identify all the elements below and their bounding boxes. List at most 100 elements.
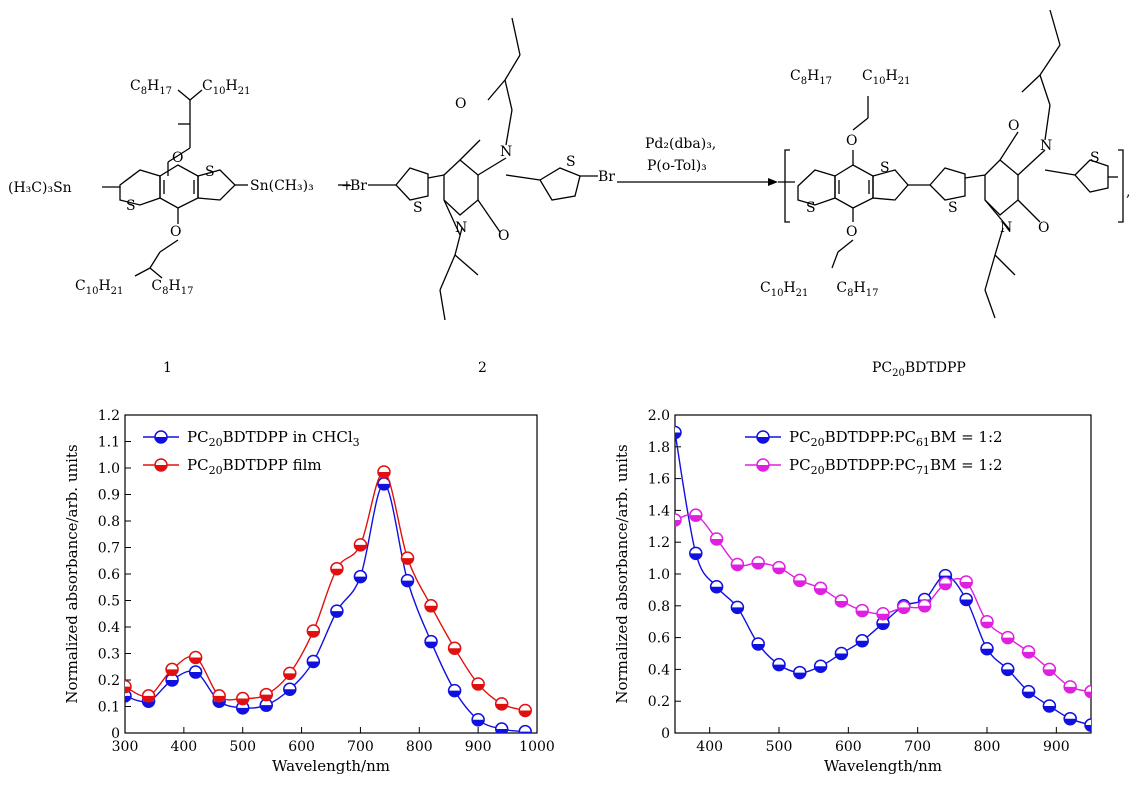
data-point [689,508,703,522]
data-point [793,665,807,680]
data-point [980,641,994,656]
data-point [1042,662,1057,677]
data-point [283,682,297,697]
plus-sign: + [341,178,353,194]
data-point [855,603,869,618]
x-tick-label: 300 [112,739,139,755]
reactant-2-number: 2 [478,360,487,376]
x-tick-label: 400 [170,739,197,755]
series-line [675,432,1091,726]
x-tick-label: 700 [347,739,374,755]
x-tick-label: 500 [766,739,793,755]
data-point [772,657,786,672]
data-point [1084,684,1091,699]
data-point [125,679,132,694]
data-point [1063,680,1077,694]
data-point [813,659,828,673]
reactant-1-structure [102,89,350,279]
data-point [1042,699,1057,713]
data-point [730,600,745,615]
legend-label: PC20BDTDPP:PC71BM = 1:2 [789,456,1003,477]
data-point [959,575,973,589]
data-point [1001,630,1015,645]
data-point [235,691,250,706]
legend-item: PC20BDTDPP:PC71BM = 1:2 [745,456,1003,477]
y-tick-label: 0.4 [648,662,670,678]
y-tick-label: 0.7 [98,541,120,557]
data-point [330,561,344,576]
data-point [751,556,765,570]
legend-label: PC20BDTDPP film [187,456,322,477]
series-line [125,483,526,733]
reactant-1-right-group: Sn(CH₃)₃ [250,178,314,194]
data-point [1021,684,1036,699]
y-tick-label: 1.1 [98,435,120,451]
x-tick-label: 600 [835,739,862,755]
data-point [1063,711,1077,726]
y-tick-label: 0 [661,726,670,742]
product-sulfur-bdt-left: S [806,200,816,216]
y-tick-label: 0.5 [98,594,120,610]
reactant-1-sulfur-left: S [126,198,136,214]
y-tick-label: 1.2 [98,408,120,424]
y-tick-label: 0.3 [98,647,120,663]
y-tick-label: 1.6 [648,472,670,488]
reactant-2-oxygen-top: O [455,96,466,112]
legend-marker [756,458,770,472]
data-point [212,689,226,703]
data-point [834,646,849,661]
x-tick-label: 400 [696,739,723,755]
data-point [330,604,344,618]
x-tick-label: 900 [465,739,492,755]
data-point [353,538,368,552]
y-axis-label: Normalized absorbance/arb. units [613,444,631,703]
data-point [1001,662,1015,677]
y-tick-label: 0.8 [98,514,120,530]
y-axis-label: Normalized absorbance/arb. units [63,444,81,703]
y-tick-label: 0.9 [98,488,120,504]
product-repeat-mark: , [1126,184,1130,200]
product-oxygen-dpp-top: O [1008,118,1019,134]
product-sulfur-bdt-right: S [880,160,890,176]
data-point [165,662,179,677]
y-tick-label: 1.0 [98,461,120,477]
data-point [917,599,932,613]
data-point [876,616,890,631]
data-point [518,724,532,733]
legend-item: PC20BDTDPP film [143,456,322,477]
y-tick-label: 0.6 [98,567,120,583]
reactant-2-nitrogen-top: N [500,144,512,160]
data-point [306,624,321,638]
series-1 [125,477,532,733]
reactant-1-sulfur-right: S [205,164,215,180]
x-axis-label: Wavelength/nm [272,757,390,775]
data-point [709,579,724,594]
product-oxygen-bottom: O [846,224,857,240]
conditions-line-2: P(o-Tol)₃ [647,158,707,174]
data-point [165,673,179,687]
reactant-2-oxygen-bottom: O [498,228,509,244]
data-point [400,551,415,565]
reactant-2-left-group: Br [350,178,367,194]
product-nitrogen-top: N [1040,138,1052,154]
conditions-line-1: Pd₂(dba)₃, [645,136,716,152]
data-point [141,689,156,703]
data-point [689,546,703,561]
reactant-2-sulfur-left: S [413,200,423,216]
data-point [188,650,203,665]
reactant-2-labels: Br S S Br O O N N 2 [350,96,615,376]
reaction-arrow: Pd₂(dba)₃, P(o-Tol)₃ [617,136,778,186]
y-tick-label: 0.4 [98,620,120,636]
data-point [424,599,438,613]
data-point [1021,645,1036,659]
reactant-2-structure [368,17,598,321]
data-point [400,573,415,588]
data-point [980,614,994,629]
legend-marker [154,430,168,444]
y-tick-label: 0 [111,726,120,742]
